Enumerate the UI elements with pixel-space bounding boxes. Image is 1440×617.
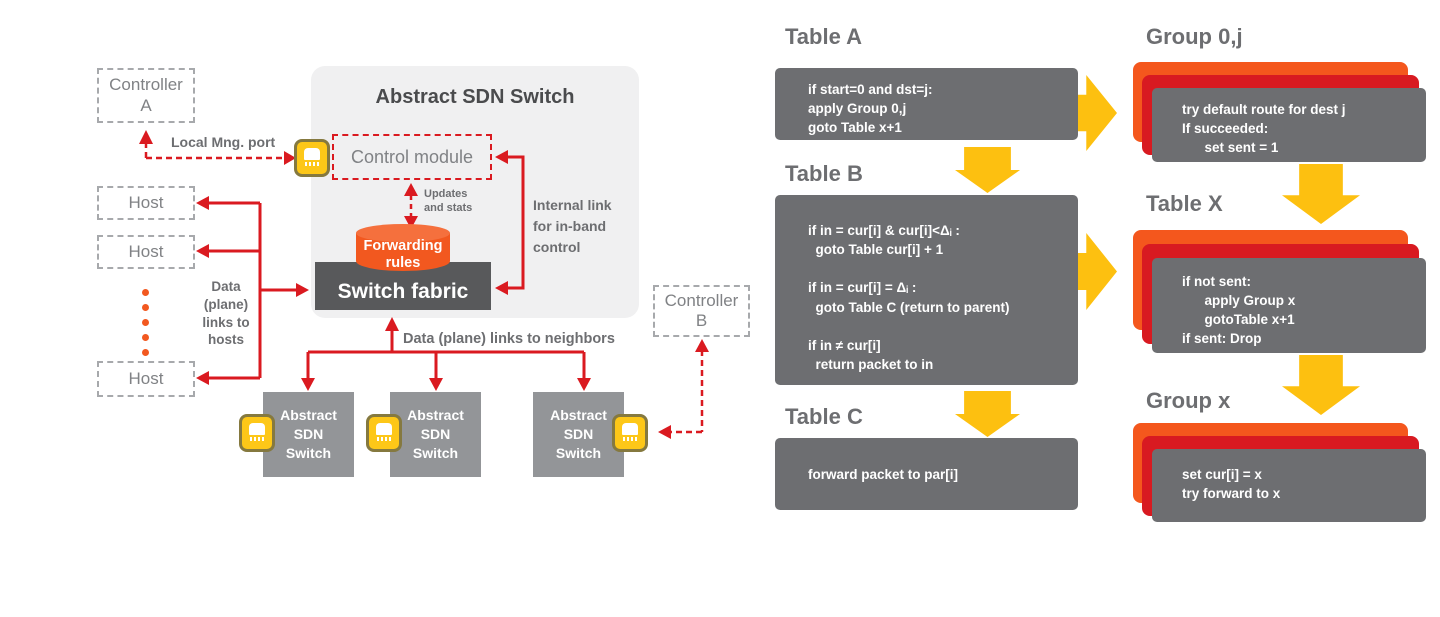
data-links-hosts-label: Data (plane) links to hosts bbox=[202, 279, 250, 348]
controller-b-link bbox=[658, 339, 709, 439]
table-x-rules: if not sent: apply Group x gotoTable x+1… bbox=[1152, 258, 1426, 353]
table-b-rules: if in = cur[i] & cur[i]<Δᵢ : goto Table … bbox=[775, 195, 1078, 385]
panel-title: Abstract SDN Switch bbox=[375, 86, 575, 108]
host-box-3: Host bbox=[97, 361, 195, 397]
host-box-1: Host bbox=[97, 186, 195, 220]
forwarding-rules-label: Forwarding rules bbox=[363, 238, 443, 271]
group-x-rules: set cur[i] = x try forward to x bbox=[1152, 449, 1426, 522]
switch-fabric-label: Switch fabric bbox=[337, 280, 469, 303]
ethernet-port-icon bbox=[366, 414, 402, 452]
table-a-rules: if start=0 and dst=j: apply Group 0,j go… bbox=[775, 68, 1078, 140]
ethernet-port-icon bbox=[612, 414, 648, 452]
neighbor-switch-1: Abstract SDN Switch bbox=[263, 392, 354, 477]
ethernet-port-icon bbox=[294, 139, 330, 177]
control-module-box: Control module bbox=[332, 134, 492, 180]
arrow-table-b-to-table-c bbox=[955, 391, 1020, 437]
more-hosts-ellipsis bbox=[142, 289, 149, 364]
table-x-title: Table X bbox=[1146, 191, 1223, 216]
arrow-table-a-to-table-b bbox=[955, 147, 1020, 193]
controller-a-box: Controller A bbox=[97, 68, 195, 123]
group-x-title: Group x bbox=[1146, 388, 1231, 413]
table-c-rules: forward packet to par[i] bbox=[775, 438, 1078, 510]
neighbor-switch-3: Abstract SDN Switch bbox=[533, 392, 624, 477]
table-b-title: Table B bbox=[785, 161, 863, 186]
updates-stats-label: Updates and stats bbox=[424, 188, 473, 215]
arrow-group-0j-to-table-x bbox=[1282, 164, 1360, 224]
data-links-neighbors-label: Data (plane) links to neighbors bbox=[403, 331, 615, 347]
forwarding-rules-cylinder-top bbox=[356, 224, 450, 242]
internal-link-label: Internal link for in-band control bbox=[533, 197, 612, 255]
table-a-title: Table A bbox=[785, 24, 863, 49]
controller-b-box: Controller B bbox=[653, 285, 750, 337]
local-mng-port-label: Local Mng. port bbox=[171, 134, 276, 150]
neighbor-switch-2: Abstract SDN Switch bbox=[390, 392, 481, 477]
neighbor-data-links bbox=[301, 317, 591, 391]
group-0j-rules: try default route for dest j If succeede… bbox=[1152, 88, 1426, 162]
table-c-title: Table C bbox=[785, 404, 863, 429]
ethernet-port-icon bbox=[239, 414, 275, 452]
arrow-table-x-to-group-x bbox=[1282, 355, 1360, 415]
group-0j-title: Group 0,j bbox=[1146, 24, 1243, 49]
host-box-2: Host bbox=[97, 235, 195, 269]
